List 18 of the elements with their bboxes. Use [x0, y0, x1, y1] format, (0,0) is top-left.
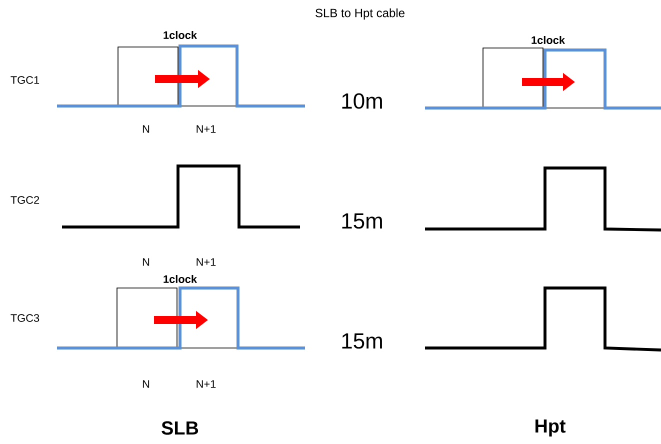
clock-label: 1clock: [164, 275, 198, 284]
cycle-label: N: [142, 380, 150, 388]
signal-name: TGC2: [10, 196, 40, 204]
column-heading: Hpt: [536, 420, 566, 436]
cycle-label: N: [142, 258, 150, 266]
signal-name: TGC3: [10, 314, 40, 322]
cycle-label: N+1: [196, 258, 216, 266]
cable-length: 15m: [342, 213, 382, 229]
cycle-label: N+1: [196, 380, 216, 388]
cycle-label: N+1: [196, 125, 216, 133]
title: SLB to Hpt cable: [316, 8, 404, 20]
column-heading: SLB: [162, 421, 198, 435]
signal-name: TGC1: [10, 76, 40, 84]
cable-length: 10m: [342, 93, 382, 109]
clock-label: 1clock: [164, 31, 198, 40]
cycle-label: N: [142, 125, 150, 133]
cable-length: 15m: [342, 333, 382, 349]
clock-label: 1clock: [532, 36, 566, 44]
